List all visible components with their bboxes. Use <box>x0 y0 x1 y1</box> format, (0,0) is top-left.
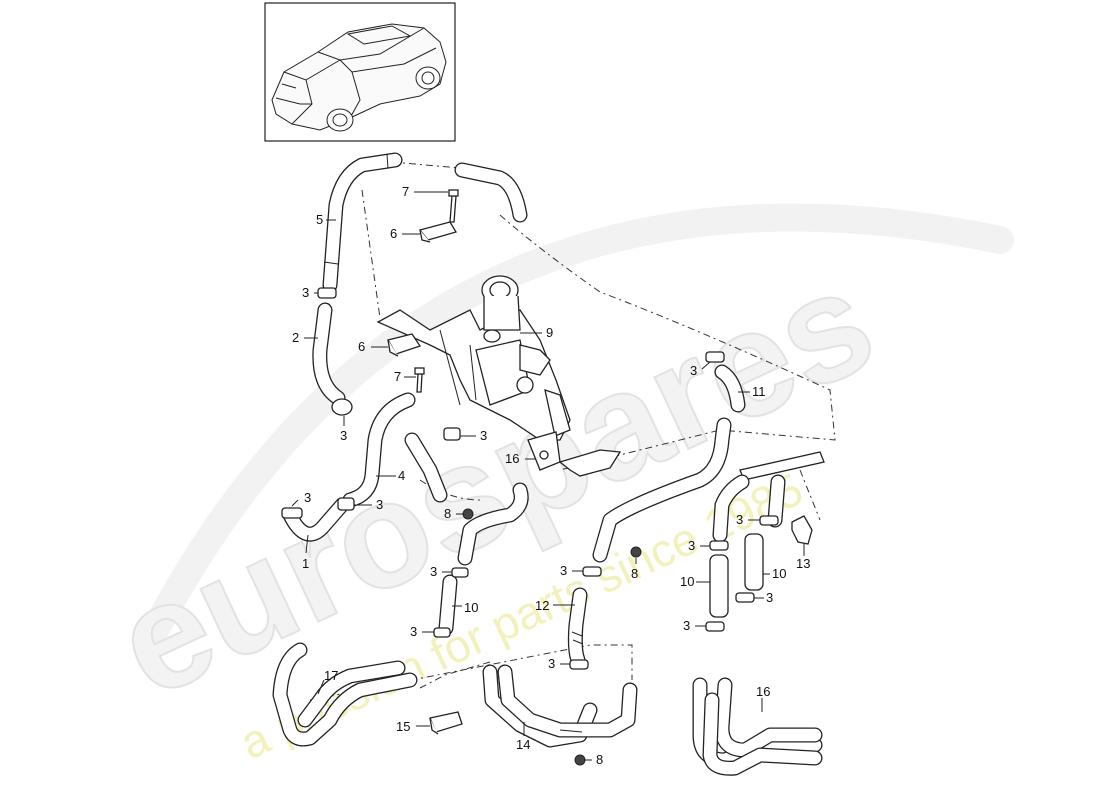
clamp <box>705 351 725 363</box>
part-7-bolt-lower <box>414 367 425 393</box>
vehicle-thumbnail <box>264 2 456 142</box>
callout-14: 14 <box>516 737 530 752</box>
callout-3: 3 <box>560 563 567 578</box>
part-16-pipe-set <box>692 677 823 776</box>
part-2-hose <box>312 302 346 406</box>
callout-7: 7 <box>394 369 401 384</box>
right-pipe-rail <box>712 451 825 543</box>
callout-16: 16 <box>756 684 770 699</box>
part-10-hose-right-b <box>744 533 764 591</box>
clamp <box>281 507 303 519</box>
callout-3: 3 <box>548 656 555 671</box>
part-1-hose <box>282 497 350 542</box>
callout-11: 11 <box>752 384 766 399</box>
callout-4: 4 <box>398 468 405 483</box>
clamp <box>709 540 729 551</box>
clamp <box>705 621 725 632</box>
part-13-clip <box>791 515 813 545</box>
clamp <box>582 566 602 577</box>
part-7-bolt-upper <box>448 189 459 223</box>
callout-9: 9 <box>546 325 553 340</box>
clamp <box>443 427 461 441</box>
clamp <box>735 592 755 603</box>
callout-15: 15 <box>396 719 410 734</box>
part-4-hose <box>342 392 448 508</box>
pipe-center-left <box>457 482 529 566</box>
callout-3: 3 <box>683 618 690 633</box>
part-14-pipe-set <box>482 664 638 748</box>
clamp <box>337 497 355 511</box>
clamp <box>433 627 451 638</box>
part-12-hose <box>567 587 588 668</box>
part-10-hose-left <box>438 574 458 636</box>
callout-10: 10 <box>464 600 478 615</box>
callout-3: 3 <box>302 285 309 300</box>
callout-3: 3 <box>688 538 695 553</box>
clamp <box>759 515 779 526</box>
callout-3: 3 <box>736 512 743 527</box>
callout-3: 3 <box>480 428 487 443</box>
callout-3: 3 <box>340 428 347 443</box>
part-15-clip <box>429 711 463 735</box>
part-6-clip-upper <box>418 221 457 243</box>
callout-3: 3 <box>430 564 437 579</box>
callout-7: 7 <box>402 184 409 199</box>
part-5-hose <box>322 152 528 293</box>
clamp <box>451 567 469 578</box>
callout-6: 6 <box>358 339 365 354</box>
assembly-lines <box>309 161 836 701</box>
callout-8: 8 <box>596 752 603 767</box>
callout-10: 10 <box>680 574 694 589</box>
part-17-pipe-set <box>272 642 418 747</box>
part-11-hose <box>714 364 746 413</box>
part-9-pump-assembly <box>376 275 571 441</box>
part-6-clip-lower <box>387 333 422 357</box>
callout-6: 6 <box>390 226 397 241</box>
callout-3: 3 <box>376 497 383 512</box>
callout-16: 16 <box>505 451 519 466</box>
part-10-hose-right-a <box>709 554 729 618</box>
clamp <box>317 287 337 299</box>
nut <box>574 754 586 766</box>
callout-3: 3 <box>304 490 311 505</box>
watermark: eurospares a passion for parts since 198… <box>92 203 1014 769</box>
callout-8: 8 <box>631 566 638 581</box>
callout-3: 3 <box>690 363 697 378</box>
clamps <box>281 287 779 670</box>
callout-3: 3 <box>766 590 773 605</box>
long-pipe-center <box>592 417 732 563</box>
clamp <box>331 398 353 416</box>
callout-12: 12 <box>535 598 549 613</box>
part-16-bracket <box>527 431 622 477</box>
callout-3: 3 <box>410 624 417 639</box>
callout-8: 8 <box>444 506 451 521</box>
callout-5: 5 <box>316 212 323 227</box>
callout-13: 13 <box>796 556 810 571</box>
callout-1: 1 <box>302 556 309 571</box>
callout-2: 2 <box>292 330 299 345</box>
clamp <box>569 659 589 670</box>
callout-17: 17 <box>324 668 338 683</box>
callouts: 5 7 6 3 2 6 9 7 3 3 3 11 16 <box>291 184 810 767</box>
nut <box>462 508 474 520</box>
nuts <box>462 508 642 766</box>
nut <box>630 546 642 558</box>
callout-10: 10 <box>772 566 786 581</box>
